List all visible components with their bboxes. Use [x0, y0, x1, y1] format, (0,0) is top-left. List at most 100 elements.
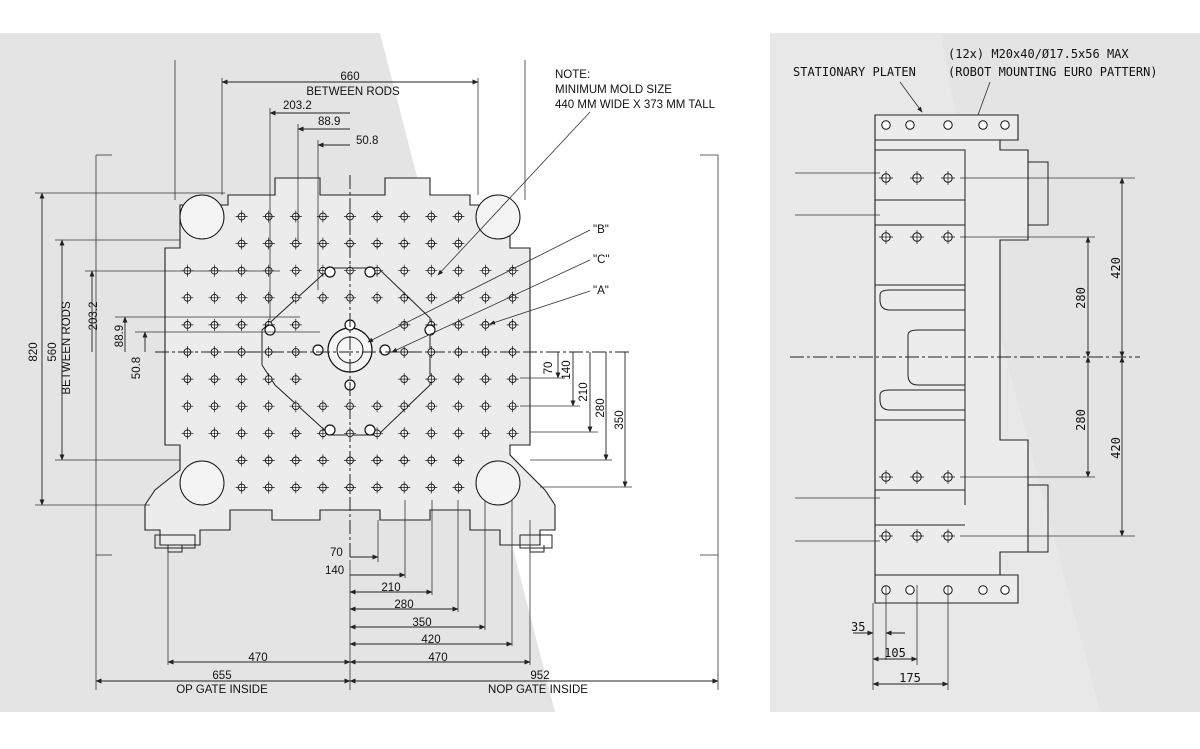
mounting-hole-crosshair — [262, 210, 275, 223]
dim-560-label: 560 — [47, 342, 59, 361]
mounting-hole-crosshair — [452, 237, 465, 250]
side-hole-crosshair — [941, 470, 955, 484]
mounting-hole-crosshair — [479, 373, 492, 386]
locating-hole — [324, 266, 336, 278]
side-hole-crosshair — [879, 171, 893, 185]
mounting-hole-crosshair — [479, 318, 492, 331]
dim-side-420-bottom-label: 420 — [1109, 437, 1123, 459]
dim-right-210-label: 210 — [578, 382, 590, 401]
mounting-hole-crosshair — [235, 454, 248, 467]
dim-660-label: 660 — [340, 71, 359, 83]
mounting-hole-crosshair — [452, 481, 465, 494]
note-block: NOTE: MINIMUM MOLD SIZE 440 MM WIDE X 37… — [437, 69, 716, 276]
side-hole — [978, 120, 988, 130]
mounting-hole-crosshair — [479, 291, 492, 304]
mounting-hole-crosshair — [506, 318, 519, 331]
mounting-hole-crosshair — [425, 454, 438, 467]
mounting-hole-crosshair — [289, 264, 302, 277]
dim-left-50-label: 50.8 — [131, 357, 143, 379]
side-hole-crosshair — [910, 230, 924, 244]
dim-bottom-280-label: 280 — [394, 599, 413, 611]
mounting-hole-crosshair — [452, 400, 465, 413]
dim-side-35-label: 35 — [851, 620, 865, 634]
op-gate-label: OP GATE INSIDE — [176, 684, 268, 696]
right-labels: STATIONARY PLATEN (12x) M20x40/Ø17.5x56 … — [793, 47, 1158, 179]
dim-right-350-label: 350 — [614, 410, 626, 429]
right-dimensions: 70 140 210 280 350 — [520, 352, 632, 488]
mounting-hole-crosshair — [452, 264, 465, 277]
side-hole-crosshair — [941, 529, 955, 543]
dim-bottom-350-label: 350 — [412, 617, 431, 629]
note-line-1: MINIMUM MOLD SIZE — [555, 84, 672, 96]
mounting-hole-crosshair — [181, 427, 194, 440]
mounting-hole-crosshair — [262, 237, 275, 250]
mounting-hole-crosshair — [262, 291, 275, 304]
mounting-hole-crosshair — [425, 264, 438, 277]
mounting-hole-crosshair — [262, 373, 275, 386]
dim-bottom-420-label: 420 — [421, 634, 440, 646]
mounting-hole-crosshair — [208, 373, 221, 386]
mounting-hole-crosshair — [235, 427, 248, 440]
mounting-hole-crosshair — [289, 291, 302, 304]
mounting-hole-crosshair — [289, 210, 302, 223]
dim-left-88-label: 88.9 — [114, 325, 126, 347]
mounting-hole-crosshair — [262, 454, 275, 467]
dim-right-280-label: 280 — [595, 398, 607, 417]
mounting-hole-crosshair — [262, 481, 275, 494]
mounting-hole-crosshair — [235, 318, 248, 331]
mounting-hole-crosshair — [208, 400, 221, 413]
mounting-hole-crosshair — [398, 400, 411, 413]
callout-c: "C" — [593, 254, 609, 266]
side-hole — [1000, 585, 1010, 595]
note-line-2: 440 MM WIDE X 373 MM TALL — [555, 99, 716, 111]
callouts: "B" "C" "A" — [367, 224, 609, 353]
right-panel-background — [770, 33, 1200, 712]
mounting-hole-crosshair — [208, 291, 221, 304]
side-hole — [905, 585, 915, 595]
locating-hole — [364, 266, 376, 278]
dim-203-label: 203.2 — [283, 100, 312, 112]
callout-b: "B" — [593, 224, 609, 236]
mounting-hole-crosshair — [289, 454, 302, 467]
side-hole — [881, 120, 891, 130]
side-horizontal-dimensions: 35 105 175 — [851, 585, 949, 690]
mounting-hole-crosshair — [316, 454, 329, 467]
dim-side-105-label: 105 — [884, 646, 906, 660]
mounting-hole-crosshair — [262, 400, 275, 413]
mounting-hole-crosshair — [479, 264, 492, 277]
dim-right-70-label: 70 — [543, 362, 555, 375]
side-hole-crosshair — [910, 470, 924, 484]
side-hole-crosshair — [879, 470, 893, 484]
locating-hole — [424, 324, 436, 336]
mounting-hole-crosshair — [181, 291, 194, 304]
side-hole — [1000, 120, 1010, 130]
mounting-hole-crosshair — [425, 237, 438, 250]
mounting-hole-crosshair — [289, 481, 302, 494]
mounting-hole-crosshair — [452, 291, 465, 304]
left-dimensions: 820 560 BETWEEN RODS 203.2 88.9 50.8 — [28, 192, 320, 506]
dim-left-between-rods-label: BETWEEN RODS — [61, 301, 73, 395]
mounting-hole-crosshair — [479, 400, 492, 413]
mounting-hole-crosshair — [371, 210, 384, 223]
mounting-hole-crosshair — [289, 373, 302, 386]
mounting-hole-crosshair — [371, 237, 384, 250]
mounting-hole-crosshair — [181, 318, 194, 331]
mounting-hole-crosshair — [398, 291, 411, 304]
mounting-hole-crosshair — [235, 237, 248, 250]
dim-bottom-952-label: 952 — [530, 670, 549, 682]
dim-left-203-label: 203.2 — [88, 302, 100, 331]
side-vertical-dimensions: 420 280 280 420 — [1074, 177, 1125, 537]
mounting-hole-crosshair — [398, 264, 411, 277]
side-hole-crosshair — [879, 230, 893, 244]
mounting-hole-crosshair — [452, 454, 465, 467]
side-hole-crosshair — [879, 529, 893, 543]
dim-bottom-470-right-label: 470 — [428, 652, 447, 664]
mounting-hole-crosshair — [425, 400, 438, 413]
mounting-hole-crosshair — [316, 210, 329, 223]
mounting-hole-crosshair — [262, 427, 275, 440]
mounting-hole-crosshair — [452, 373, 465, 386]
mounting-hole-crosshair — [289, 318, 302, 331]
top-dimensions: 660 BETWEEN RODS 203.2 88.9 50.8 — [174, 60, 526, 320]
mounting-hole-crosshair — [235, 210, 248, 223]
